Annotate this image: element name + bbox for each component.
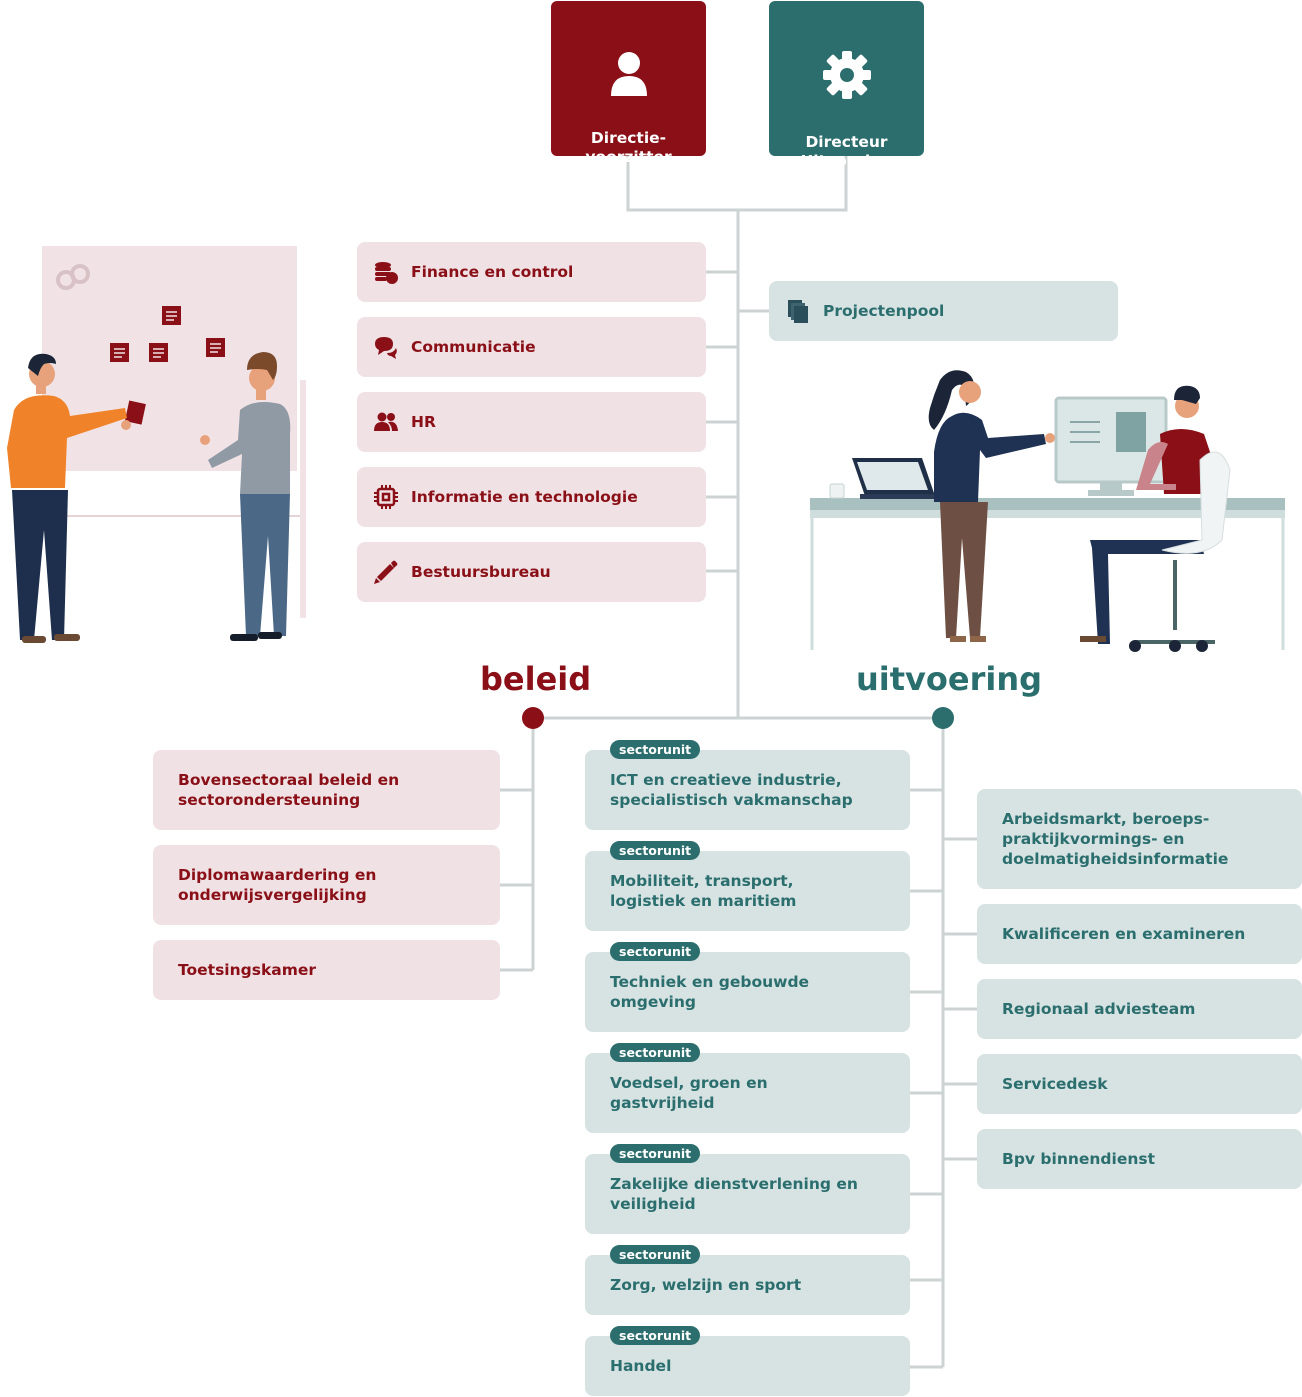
person-left bbox=[7, 353, 131, 643]
logo-watermark bbox=[56, 264, 90, 290]
sectorunit-badge: sectorunit bbox=[610, 841, 701, 860]
sectorunit-label: ICT en creatieve industrie, specialistis… bbox=[610, 771, 853, 809]
directievoorzitter-label: Directie- voorzitter bbox=[585, 129, 672, 166]
staff-label: Bestuursbureau bbox=[411, 563, 551, 581]
projectenpool-box: Projectenpool bbox=[769, 281, 1118, 341]
person-icon bbox=[610, 52, 647, 96]
projectenpool-label: Projectenpool bbox=[823, 302, 945, 320]
directeur-uitvoering-box: Directeur Uitvoering bbox=[769, 1, 924, 170]
sectorunit-badge: sectorunit bbox=[610, 1043, 701, 1062]
uitvoering-dot bbox=[932, 707, 954, 729]
sectorunit-box: Voedsel, groen en gastvrijheid bbox=[585, 1053, 910, 1133]
person-woman bbox=[928, 370, 1055, 642]
staff-label: Informatie en technologie bbox=[411, 488, 638, 506]
sectorunit-badge: sectorunit bbox=[610, 1144, 701, 1163]
sectorunit-box: Zorg, welzijn en sport bbox=[585, 1255, 910, 1315]
staff-label: HR bbox=[411, 413, 436, 431]
directeur-uitvoering-label: Directeur Uitvoering bbox=[800, 133, 893, 170]
staff-label: Communicatie bbox=[411, 338, 536, 356]
uitvoering-box: Bpv binnendienst bbox=[977, 1129, 1302, 1189]
sectorunit-label: Mobiliteit, transport, logistiek en mari… bbox=[610, 872, 797, 910]
documents-icon bbox=[788, 300, 808, 323]
gear-icon bbox=[822, 51, 871, 99]
sectorunit-label: Zakelijke dienstverlening en veiligheid bbox=[610, 1175, 858, 1213]
coins-icon bbox=[375, 262, 398, 284]
sectorunit-box: Handel bbox=[585, 1336, 910, 1396]
beleid-dot bbox=[522, 707, 544, 729]
staff-communicatie: Communicatie bbox=[357, 317, 706, 377]
uitvoering-label: Bpv binnendienst bbox=[1002, 1150, 1156, 1168]
beleid-box: Bovensectoraal beleid en sectorondersteu… bbox=[153, 750, 500, 830]
staff-informatie-en-technologie: Informatie en technologie bbox=[357, 467, 706, 527]
person-seated bbox=[1080, 385, 1231, 652]
illustration-desk bbox=[810, 370, 1285, 652]
sectorunit-badge: sectorunit bbox=[610, 740, 701, 759]
chat-icon bbox=[375, 337, 397, 359]
sectorunit-box: ICT en creatieve industrie, specialistis… bbox=[585, 750, 910, 830]
uitvoering-label: Regionaal adviesteam bbox=[1002, 1000, 1196, 1018]
sectorunit-badge: sectorunit bbox=[610, 1326, 701, 1345]
person-right bbox=[200, 352, 291, 641]
directievoorzitter-box: Directie- voorzitter bbox=[551, 1, 706, 166]
uitvoering-box: Servicedesk bbox=[977, 1054, 1302, 1114]
chip-icon bbox=[374, 485, 398, 509]
sectorunit-box: Mobiliteit, transport, logistiek en mari… bbox=[585, 851, 910, 931]
sectorunit-label: Handel bbox=[610, 1357, 672, 1375]
beleid-box: Diplomawaardering en onderwijsvergelijki… bbox=[153, 845, 500, 925]
pencil-icon bbox=[374, 560, 398, 584]
uitvoering-label: Kwalificeren en examineren bbox=[1002, 925, 1246, 943]
beleid-label: Toetsingskamer bbox=[178, 961, 317, 979]
uitvoering-label: Servicedesk bbox=[1002, 1075, 1108, 1093]
sectorunit-label: Zorg, welzijn en sport bbox=[610, 1276, 802, 1294]
sectorunit-badge: sectorunit bbox=[610, 1245, 701, 1264]
beleid-label: Bovensectoraal beleid en sectorondersteu… bbox=[178, 771, 400, 809]
sectorunit-badge: sectorunit bbox=[610, 942, 701, 961]
uitvoering-box: Regionaal adviesteam bbox=[977, 979, 1302, 1039]
sectorunit-box: Techniek en gebouwde omgeving bbox=[585, 952, 910, 1032]
heading-uitvoering: uitvoering bbox=[856, 660, 1043, 698]
beleid-label: Diplomawaardering en onderwijsvergelijki… bbox=[178, 866, 377, 904]
sectorunit-box: Zakelijke dienstverlening en veiligheid bbox=[585, 1154, 910, 1234]
illustration-brainstorm bbox=[7, 246, 306, 643]
sectorunit-label: Techniek en gebouwde omgeving bbox=[610, 973, 810, 1011]
beleid-box: Toetsingskamer bbox=[153, 940, 500, 1000]
heading-beleid: beleid bbox=[480, 660, 592, 698]
sectorunit-label: Voedsel, groen en gastvrijheid bbox=[610, 1074, 768, 1112]
staff-label: Finance en control bbox=[411, 263, 574, 281]
uitvoering-label: Arbeidsmarkt, beroeps- praktijkvormings-… bbox=[1002, 810, 1229, 868]
staff-bestuursbureau: Bestuursbureau bbox=[357, 542, 706, 602]
staff-finance-en-control: Finance en control bbox=[357, 242, 706, 302]
staff-hr: HR bbox=[357, 392, 706, 452]
uitvoering-box: Kwalificeren en examineren bbox=[977, 904, 1302, 964]
people-icon bbox=[374, 412, 398, 431]
uitvoering-box: Arbeidsmarkt, beroeps- praktijkvormings-… bbox=[977, 789, 1302, 889]
